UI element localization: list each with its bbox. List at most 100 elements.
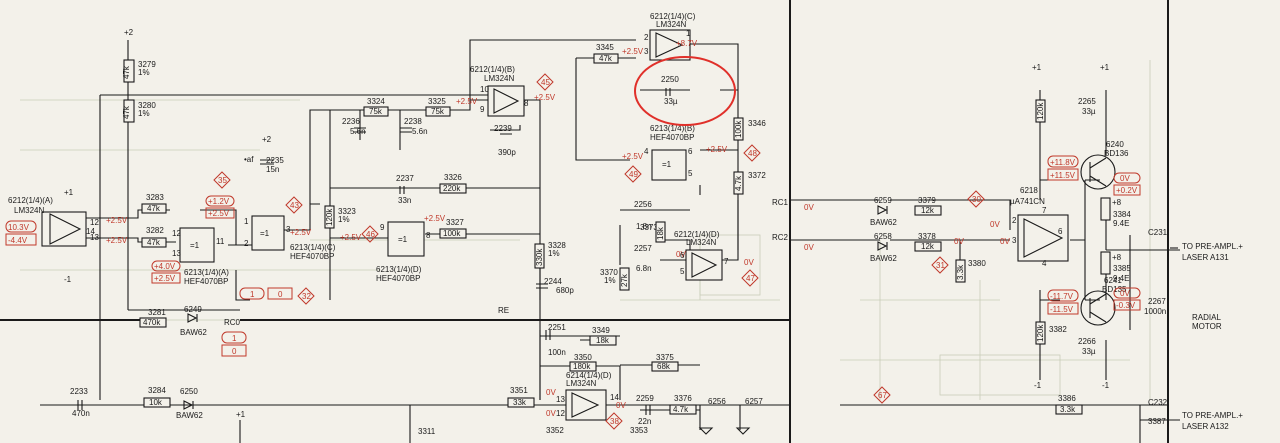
svg-text:6: 6 [688,147,693,156]
svg-text:2250: 2250 [661,75,679,84]
svg-text:2235: 2235 [266,156,284,165]
svg-text:3373: 3373 [640,223,658,232]
opamp-6218: 6218 µA741CN [1010,186,1069,262]
svg-text:3280: 3280 [138,101,156,110]
svg-text:12k: 12k [921,242,935,251]
svg-text:1: 1 [232,334,237,343]
svg-text:13: 13 [90,233,99,242]
svg-text:0V: 0V [546,409,556,418]
svg-text:+2: +2 [262,135,272,144]
svg-text:33µ: 33µ [1082,347,1096,356]
svg-text:1%: 1% [138,68,150,77]
svg-text:LASER A132: LASER A132 [1182,422,1229,431]
svg-text:31: 31 [936,261,945,270]
svg-text:6213(1/4)(A): 6213(1/4)(A) [184,268,229,277]
svg-text:0V: 0V [1120,174,1130,183]
svg-text:3379: 3379 [918,196,936,205]
svg-text:3: 3 [286,225,291,234]
opamp-6212b: 6212(1/4)(B) LM324N [470,65,525,117]
svg-text:3323: 3323 [338,207,356,216]
svg-text:+1: +1 [236,410,246,419]
svg-text:6214(1/4)(D): 6214(1/4)(D) [566,371,612,380]
svg-text:27k: 27k [620,273,629,287]
svg-text:+11.5V: +11.5V [1050,171,1076,180]
svg-text:10: 10 [480,85,489,94]
svg-text:5: 5 [680,267,685,276]
svg-text:LM324N: LM324N [14,206,44,215]
wiring [0,0,1180,443]
svg-text:8: 8 [524,99,529,108]
svg-text:43: 43 [290,201,299,210]
svg-text:47k: 47k [147,238,161,247]
svg-text:+2.5V: +2.5V [290,228,312,237]
svg-text:1%: 1% [548,249,560,258]
svg-text:HEF4070BP: HEF4070BP [376,274,420,283]
svg-text:+2.5V: +2.5V [208,209,230,218]
svg-text:2266: 2266 [1078,337,1096,346]
svg-text:LASER A131: LASER A131 [1182,253,1229,262]
svg-text:390p: 390p [498,148,516,157]
svg-text:RADIAL: RADIAL [1192,313,1221,322]
svg-text:3311: 3311 [418,427,436,436]
svg-text:+8.7V: +8.7V [676,39,698,48]
svg-text:3284: 3284 [148,386,166,395]
svg-text:33k: 33k [513,398,527,407]
svg-text:+2.5V: +2.5V [106,216,128,225]
svg-text:38: 38 [610,417,619,426]
svg-text:3.3k: 3.3k [956,264,965,280]
svg-text:3326: 3326 [444,173,462,182]
xor-6213b: =1 6213(1/4)(B) HEF4070BP [650,124,695,181]
svg-text:MOTOR: MOTOR [1192,322,1222,331]
svg-text:3350: 3350 [574,353,592,362]
svg-text:-1: -1 [1034,381,1042,390]
svg-text:0: 0 [278,290,283,299]
svg-text:33µ: 33µ [1082,107,1096,116]
svg-text:LM324N: LM324N [484,74,514,83]
svg-text:+2.5V: +2.5V [424,214,446,223]
svg-text:1.8n: 1.8n [636,222,652,231]
svg-text:120k: 120k [325,208,334,226]
xor-6213d: =1 6213(1/4)(D) HEF4070BP [376,221,425,283]
svg-text:2251: 2251 [548,323,566,332]
svg-text:5.6n: 5.6n [412,127,428,136]
svg-text:2233: 2233 [70,387,88,396]
svg-text:3372: 3372 [748,171,766,180]
svg-text:5.6n: 5.6n [350,127,366,136]
svg-text:0V: 0V [616,401,626,410]
svg-text:+1: +1 [1032,63,1042,72]
svg-text:3346: 3346 [748,119,766,128]
svg-text:BAW62: BAW62 [870,218,897,227]
svg-text:48: 48 [748,149,757,158]
svg-text:3353: 3353 [630,426,648,435]
svg-text:+2.5V: +2.5V [706,145,728,154]
svg-text:7: 7 [1042,206,1047,215]
svg-text:47k: 47k [599,54,613,63]
svg-text:11: 11 [216,237,225,246]
svg-text:=1: =1 [190,241,200,250]
svg-text:120k: 120k [1036,324,1045,342]
net-labels: RC0 RC1 RC2 RE C231 C232 RADIAL MOTOR TO… [224,198,1243,431]
svg-text:47k: 47k [122,65,131,79]
svg-text:0V: 0V [546,388,556,397]
svg-text:-0.3V: -0.3V [1116,301,1136,310]
svg-text:3378: 3378 [918,232,936,241]
svg-text:35: 35 [218,176,227,185]
svg-text:3: 3 [1012,236,1017,245]
svg-text:3370: 3370 [600,268,618,277]
svg-text:3279: 3279 [138,60,156,69]
svg-text:6.8n: 6.8n [636,264,652,273]
svg-text:47k: 47k [147,204,161,213]
svg-text:+2.5V: +2.5V [534,93,556,102]
svg-text:9: 9 [480,105,485,114]
svg-text:75k: 75k [431,107,445,116]
svg-text:13: 13 [556,395,565,404]
svg-text:4.7k: 4.7k [673,405,689,414]
opamp-6212c: 6212(1/4)(C) LM324N [649,12,696,61]
svg-text:46: 46 [366,230,375,239]
svg-text:3281: 3281 [148,308,166,317]
svg-text:6249: 6249 [184,305,202,314]
svg-text:3387: 3387 [1148,417,1166,426]
svg-text:-1: -1 [64,275,72,284]
svg-text:C231: C231 [1148,228,1168,237]
svg-text:3380: 3380 [968,259,986,268]
